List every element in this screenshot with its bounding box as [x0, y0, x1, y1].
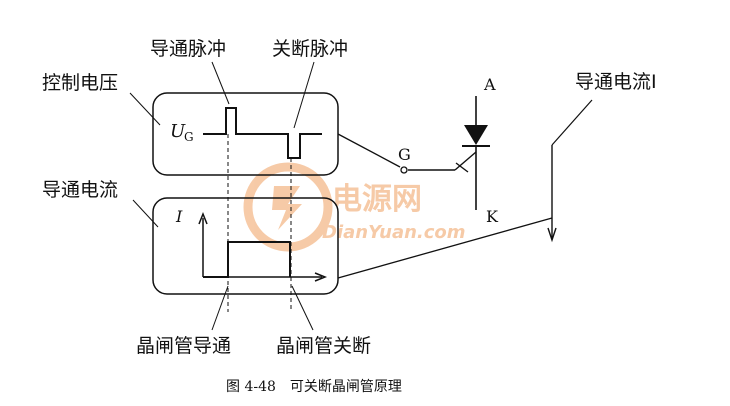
- gate-terminal: [400, 166, 408, 174]
- watermark: 电源网 DianYuan.com: [243, 162, 466, 252]
- ug-subscript: G: [184, 130, 194, 144]
- turn-off-pulse-leader: [293, 61, 315, 129]
- thyristor-off-label: 晶闸管关断: [276, 335, 371, 357]
- thyristor-off-leader: [291, 285, 314, 331]
- watermark-url: DianYuan.com: [322, 222, 466, 243]
- turn-on-pulse-label: 导通脉冲: [150, 38, 226, 60]
- control-voltage-leader: [129, 92, 161, 126]
- ug-symbol: U: [170, 121, 186, 142]
- i-axis-x-arrow: [314, 272, 328, 282]
- conduction-current-leader: [132, 199, 159, 228]
- watermark-brand: 电源网: [332, 182, 422, 217]
- control-voltage-label: 控制电压: [42, 72, 118, 94]
- gate-label: G: [398, 145, 411, 164]
- thyristor-on-label: 晶闸管导通: [136, 335, 231, 357]
- conduction-current-box: [152, 197, 339, 295]
- turn-off-pulse-label: 关断脉冲: [272, 38, 348, 60]
- gate-connection-line: [337, 133, 401, 168]
- figure-caption: 图 4-48 可关断晶闸管原理: [226, 379, 402, 395]
- current-connection-line: [337, 217, 553, 279]
- current-label-leader: [551, 99, 593, 146]
- conduction-current-label: 导通电流: [42, 179, 118, 201]
- watermark-logo-bolt: [272, 186, 302, 230]
- i-axis-y-arrow: [198, 211, 208, 225]
- i-symbol: I: [175, 207, 183, 226]
- ug-waveform: [203, 107, 322, 159]
- gate-diagonal: [454, 151, 477, 171]
- current-arrow-head: [547, 227, 557, 243]
- thyristor-on-leader: [211, 285, 229, 331]
- cathode-label: K: [486, 207, 499, 226]
- thyristor-triangle: [464, 125, 488, 145]
- gto-thyristor-symbol: [400, 96, 490, 210]
- turn-on-pulse-leader: [211, 61, 230, 105]
- anode-label: A: [483, 75, 496, 94]
- conduction-current-i-label: 导通电流I: [575, 71, 657, 93]
- watermark-logo-ring: [243, 162, 333, 252]
- gate-turnoff-mark: [455, 162, 469, 173]
